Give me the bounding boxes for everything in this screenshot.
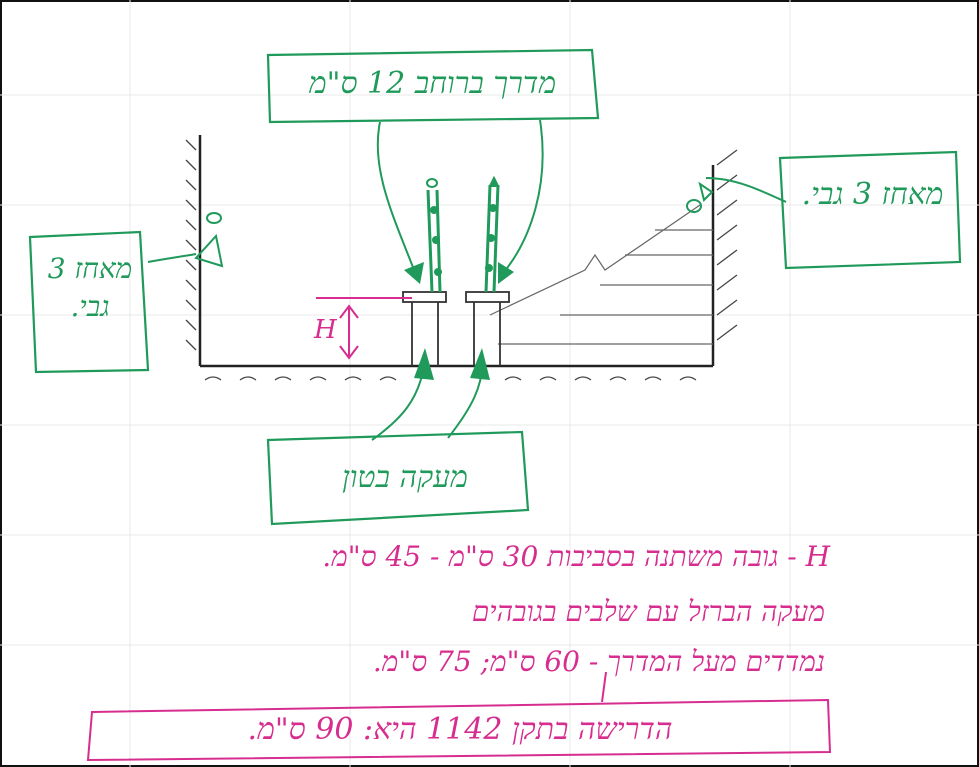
bottom-callout-box [266,430,530,526]
note-line-1: H - גובה משתנה בסביבות 30 ס"מ - 45 ס"מ. [322,540,830,573]
concrete-curbs [402,291,510,366]
note-line-3: נמדדים מעל המדרך - 60 ס"מ; 75 ס"מ. [372,645,825,678]
arrow-heads [404,262,514,380]
anchor-left-label: מאחז 3 גבי. [47,252,133,323]
cable-12cm-label: מדרך ברוחב 12 ס"מ [308,66,557,101]
structure [198,135,715,368]
left-callout-box [28,230,150,374]
leader-lines [147,119,787,441]
wall-hatching [185,139,738,381]
note-line-4: הדרישה בתקן 1142 היא: 90 ס"מ. [247,712,673,747]
top-callout-box [266,48,600,124]
note-line-2: מעקה הברזל עם שלבים בגובהים [471,595,825,628]
anchor-left-mark [194,212,224,268]
callout-boxes [28,48,962,526]
rail-joints [430,204,497,276]
requirement-box [86,671,832,762]
right-callout-box [778,150,962,270]
anchor-right-label: מאחז 3 גבי. [801,177,944,212]
concrete-curb-label: מעקה בטון [342,460,468,495]
steps [489,204,713,345]
height-symbol-label: H [314,315,337,345]
rail-caps [426,175,500,188]
height-dimension [316,297,412,360]
anchor-right-mark [686,181,714,213]
